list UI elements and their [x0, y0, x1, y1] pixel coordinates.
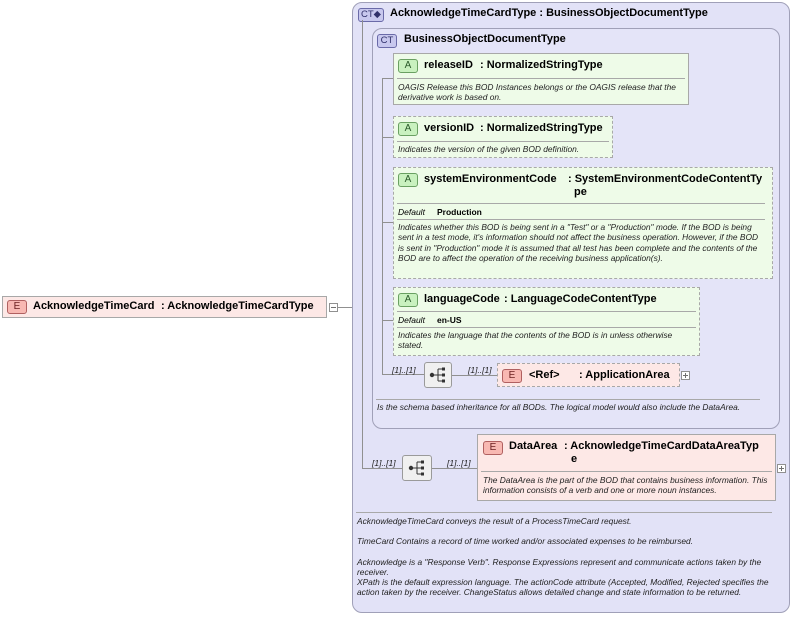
- attribute-box-systemenvironmentcode[interactable]: A systemEnvironmentCode : SystemEnvironm…: [393, 167, 773, 279]
- attribute-box-versionid[interactable]: A versionID : NormalizedStringType Indic…: [393, 116, 613, 158]
- element-icon: E: [7, 300, 27, 314]
- sequence-compositor-icon[interactable]: [402, 455, 432, 481]
- collapse-toggle-icon[interactable]: [329, 303, 338, 312]
- sequence-icon: [429, 367, 445, 383]
- divider: [376, 399, 760, 400]
- connector: [382, 222, 393, 223]
- default-label: Default: [398, 207, 425, 217]
- divider: [397, 141, 609, 142]
- attribute-type: : NormalizedStringType: [480, 59, 603, 71]
- attribute-box-languagecode[interactable]: A languageCode : LanguageCodeContentType…: [393, 287, 700, 356]
- divider: [481, 471, 772, 472]
- divider: [397, 203, 765, 204]
- attribute-icon: A: [398, 122, 418, 136]
- root-element-name: AcknowledgeTimeCard: [33, 300, 155, 312]
- divider: [356, 512, 772, 513]
- attribute-documentation: Indicates the language that the contents…: [398, 330, 673, 351]
- element-icon: E: [483, 441, 503, 455]
- outer-type-documentation: AcknowledgeTimeCard conveys the result o…: [357, 516, 777, 598]
- attribute-type: : SystemEnvironmentCodeContentTy: [568, 173, 763, 185]
- element-type-continued: e: [571, 453, 578, 465]
- complex-type-icon: CT: [377, 34, 397, 48]
- attribute-type-continued: pe: [574, 186, 587, 198]
- sequence-cardinality: [1]..[1]: [372, 458, 396, 468]
- element-icon: E: [502, 369, 522, 383]
- element-type: : AcknowledgeTimeCardDataAreaTyp: [564, 440, 759, 452]
- base-type-name: BusinessObjectDocumentType: [404, 33, 566, 45]
- sequence-compositor-icon[interactable]: [424, 362, 452, 388]
- sequence-icon: [408, 460, 424, 476]
- attribute-name: languageCode: [424, 293, 500, 305]
- attribute-type: : LanguageCodeContentType: [504, 293, 657, 305]
- connector: [452, 375, 497, 376]
- root-element-box[interactable]: E AcknowledgeTimeCard : AcknowledgeTimeC…: [2, 296, 327, 318]
- documentation-paragraph: TimeCard Contains a record of time worke…: [357, 536, 694, 547]
- connector: [382, 78, 393, 79]
- outer-type-name: AcknowledgeTimeCardType : BusinessObject…: [390, 7, 708, 19]
- element-documentation: The DataArea is the part of the BOD that…: [483, 475, 768, 496]
- attribute-name: releaseID: [424, 59, 473, 71]
- connector: [382, 320, 393, 321]
- divider: [397, 327, 696, 328]
- connector: [382, 374, 424, 375]
- default-value: Production: [437, 207, 482, 217]
- attribute-documentation: OAGIS Release this BOD Instances belongs…: [398, 82, 676, 103]
- attribute-name: versionID: [424, 122, 475, 134]
- attribute-documentation: Indicates the version of the given BOD d…: [398, 144, 580, 154]
- documentation-paragraph: XPath is the default expression language…: [357, 577, 769, 598]
- connector: [362, 20, 363, 468]
- attribute-icon: A: [398, 293, 418, 307]
- connector: [382, 137, 393, 138]
- divider: [397, 78, 685, 79]
- attribute-icon: A: [398, 59, 418, 73]
- connector: [362, 468, 402, 469]
- attribute-type: : NormalizedStringType: [480, 122, 603, 134]
- expand-toggle-icon[interactable]: [681, 371, 690, 380]
- documentation-paragraph: Acknowledge is a "Response Verb". Respon…: [357, 556, 762, 577]
- attribute-icon: A: [398, 173, 418, 187]
- complex-type-icon: CT◆: [358, 8, 384, 22]
- element-cardinality: [1]..[1]: [468, 365, 492, 375]
- expand-toggle-icon[interactable]: [777, 464, 786, 473]
- attribute-documentation: Indicates whether this BOD is being sent…: [398, 222, 759, 263]
- connector: [382, 78, 383, 374]
- element-name: <Ref>: [529, 369, 560, 381]
- application-area-element[interactable]: E <Ref> : ApplicationArea: [497, 363, 680, 387]
- divider: [397, 219, 765, 220]
- connector: [432, 468, 477, 469]
- connector: [338, 307, 352, 308]
- attribute-name: systemEnvironmentCode: [424, 173, 557, 185]
- divider: [397, 311, 696, 312]
- default-value: en-US: [437, 315, 462, 325]
- documentation-paragraph: AcknowledgeTimeCard conveys the result o…: [357, 516, 632, 526]
- base-type-documentation: Is the schema based inheritance for all …: [377, 402, 741, 412]
- default-label: Default: [398, 315, 425, 325]
- sequence-cardinality: [1]..[1]: [392, 365, 416, 375]
- element-type: : ApplicationArea: [579, 369, 670, 381]
- attribute-box-releaseid[interactable]: A releaseID : NormalizedStringType OAGIS…: [393, 53, 689, 105]
- root-element-type: : AcknowledgeTimeCardType: [161, 300, 314, 312]
- element-name: DataArea: [509, 440, 558, 452]
- data-area-element[interactable]: E DataArea : AcknowledgeTimeCardDataArea…: [477, 434, 776, 501]
- element-cardinality: [1]..[1]: [447, 458, 471, 468]
